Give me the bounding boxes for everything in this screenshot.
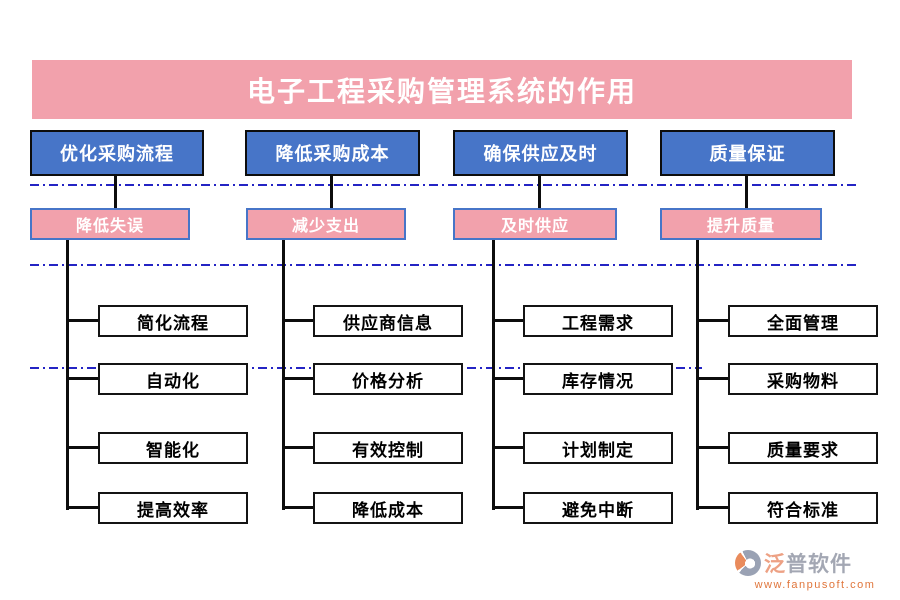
tick	[492, 506, 525, 509]
spine-col-1	[66, 240, 69, 510]
connector-parent-sub-3	[538, 175, 541, 209]
tick	[492, 377, 525, 380]
separator-dash-line-2	[30, 264, 858, 266]
leaf-node: 采购物料	[728, 363, 878, 395]
sub-node-3: 及时供应	[453, 208, 617, 240]
tick	[282, 319, 315, 322]
leaf-node: 有效控制	[313, 432, 463, 464]
sub-node-1: 降低失误	[30, 208, 190, 240]
parent-node-2: 降低采购成本	[245, 130, 420, 176]
parent-node-1: 优化采购流程	[30, 130, 204, 176]
parent-node-3: 确保供应及时	[453, 130, 628, 176]
separator-dash-line-1	[30, 184, 858, 186]
tick	[696, 446, 730, 449]
leaf-node: 自动化	[98, 363, 248, 395]
leaf-node: 简化流程	[98, 305, 248, 337]
connector-parent-sub-1	[114, 175, 117, 209]
connector-parent-sub-4	[745, 175, 748, 209]
leaf-node: 质量要求	[728, 432, 878, 464]
tick	[696, 377, 730, 380]
page-title: 电子工程采购管理系统的作用	[246, 75, 637, 107]
tick	[492, 319, 525, 322]
footer-watermark: 泛普软件 www.fanpusoft.com	[735, 548, 895, 591]
sub-node-4: 提升质量	[660, 208, 822, 240]
tick	[66, 319, 100, 322]
tick	[66, 377, 100, 380]
tick	[282, 377, 315, 380]
tick	[66, 506, 100, 509]
spine-col-2	[282, 240, 285, 510]
tick	[282, 446, 315, 449]
leaf-node: 价格分析	[313, 363, 463, 395]
leaf-node: 工程需求	[523, 305, 673, 337]
fanpu-logo-icon	[735, 550, 761, 576]
tick	[66, 446, 100, 449]
sub-node-2: 减少支出	[246, 208, 406, 240]
leaf-node: 计划制定	[523, 432, 673, 464]
tick	[696, 506, 730, 509]
parent-node-4: 质量保证	[660, 130, 835, 176]
leaf-node: 全面管理	[728, 305, 878, 337]
tick	[696, 319, 730, 322]
leaf-node: 智能化	[98, 432, 248, 464]
tick	[492, 446, 525, 449]
brand-url-link[interactable]: www.fanpusoft.com	[754, 579, 876, 591]
brand-name: 泛普软件	[764, 553, 852, 576]
leaf-node: 库存情况	[523, 363, 673, 395]
connector-parent-sub-2	[330, 175, 333, 209]
leaf-node: 符合标准	[728, 492, 878, 524]
leaf-node: 降低成本	[313, 492, 463, 524]
leaf-node: 避免中断	[523, 492, 673, 524]
leaf-node: 供应商信息	[313, 305, 463, 337]
spine-col-4	[696, 240, 699, 510]
spine-col-3	[492, 240, 495, 510]
tick	[282, 506, 315, 509]
title-banner: 电子工程采购管理系统的作用	[32, 60, 852, 119]
leaf-node: 提高效率	[98, 492, 248, 524]
